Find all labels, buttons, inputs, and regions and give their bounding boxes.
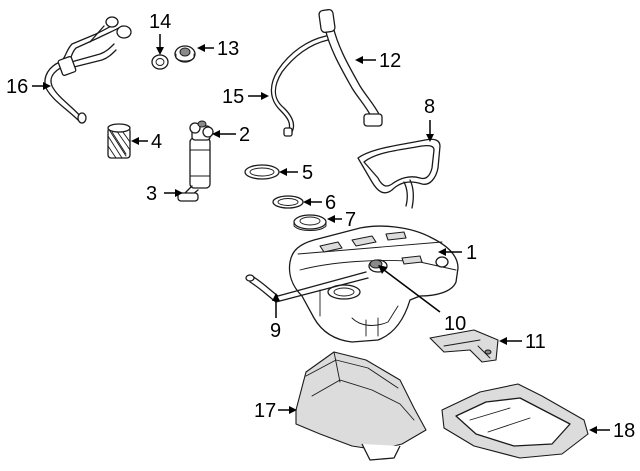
part-5-lock-ring bbox=[244, 164, 280, 180]
arrow-14 bbox=[156, 47, 164, 55]
callout-14: 14 bbox=[149, 11, 171, 33]
callout-15: 15 bbox=[222, 86, 244, 108]
callout-3: 3 bbox=[146, 183, 157, 205]
arrow-2 bbox=[212, 130, 220, 138]
arrow-6 bbox=[303, 198, 311, 206]
part-16-filler-hose bbox=[44, 16, 132, 124]
callout-8: 8 bbox=[424, 96, 435, 118]
part-11-bracket bbox=[429, 329, 499, 363]
arrow-8 bbox=[426, 134, 434, 142]
callout-10: 10 bbox=[444, 313, 466, 335]
part-14-o-ring bbox=[151, 54, 169, 70]
leader-10 bbox=[383, 269, 441, 313]
arrow-7 bbox=[327, 215, 335, 223]
part-3-float-arm bbox=[177, 185, 199, 202]
arrow-4 bbox=[131, 137, 139, 145]
part-1-fuel-tank bbox=[288, 225, 459, 343]
callout-6: 6 bbox=[325, 192, 336, 214]
part-8-line-loop bbox=[357, 138, 441, 209]
arrow-5 bbox=[279, 168, 287, 176]
callout-12: 12 bbox=[379, 50, 401, 72]
part-13-cap bbox=[174, 45, 196, 63]
part-17-heat-shield bbox=[295, 351, 427, 461]
callouts: 1 2 3 4 5 6 7 8 9 10 bbox=[6, 11, 635, 442]
part-7-retainer bbox=[293, 214, 327, 231]
callout-2: 2 bbox=[239, 124, 250, 146]
arrow-1 bbox=[438, 248, 446, 256]
arrow-10 bbox=[378, 265, 387, 274]
callout-18: 18 bbox=[613, 420, 635, 442]
part-6-seal bbox=[272, 195, 304, 209]
part-18-skid-plate bbox=[441, 383, 589, 459]
part-4-strainer bbox=[107, 123, 131, 159]
callout-9: 9 bbox=[270, 320, 281, 342]
arrow-15 bbox=[261, 92, 269, 100]
arrow-13 bbox=[197, 44, 205, 52]
arrow-18 bbox=[589, 426, 597, 434]
arrow-9 bbox=[272, 293, 280, 301]
part-12-vent-hose bbox=[318, 9, 383, 127]
callout-1: 1 bbox=[466, 242, 477, 264]
arrow-16 bbox=[43, 82, 51, 90]
arrow-3 bbox=[175, 189, 183, 197]
arrow-17 bbox=[289, 406, 297, 414]
arrow-12 bbox=[355, 56, 363, 64]
callout-5: 5 bbox=[302, 162, 313, 184]
part-2-fuel-pump bbox=[189, 120, 214, 189]
callout-16: 16 bbox=[6, 76, 28, 98]
callout-11: 11 bbox=[525, 331, 546, 353]
callout-17: 17 bbox=[254, 400, 276, 422]
callout-13: 13 bbox=[217, 38, 239, 60]
callout-4: 4 bbox=[151, 131, 162, 153]
part-15-vapor-line bbox=[270, 35, 329, 137]
callout-7: 7 bbox=[345, 209, 356, 231]
arrow-11 bbox=[499, 337, 507, 345]
